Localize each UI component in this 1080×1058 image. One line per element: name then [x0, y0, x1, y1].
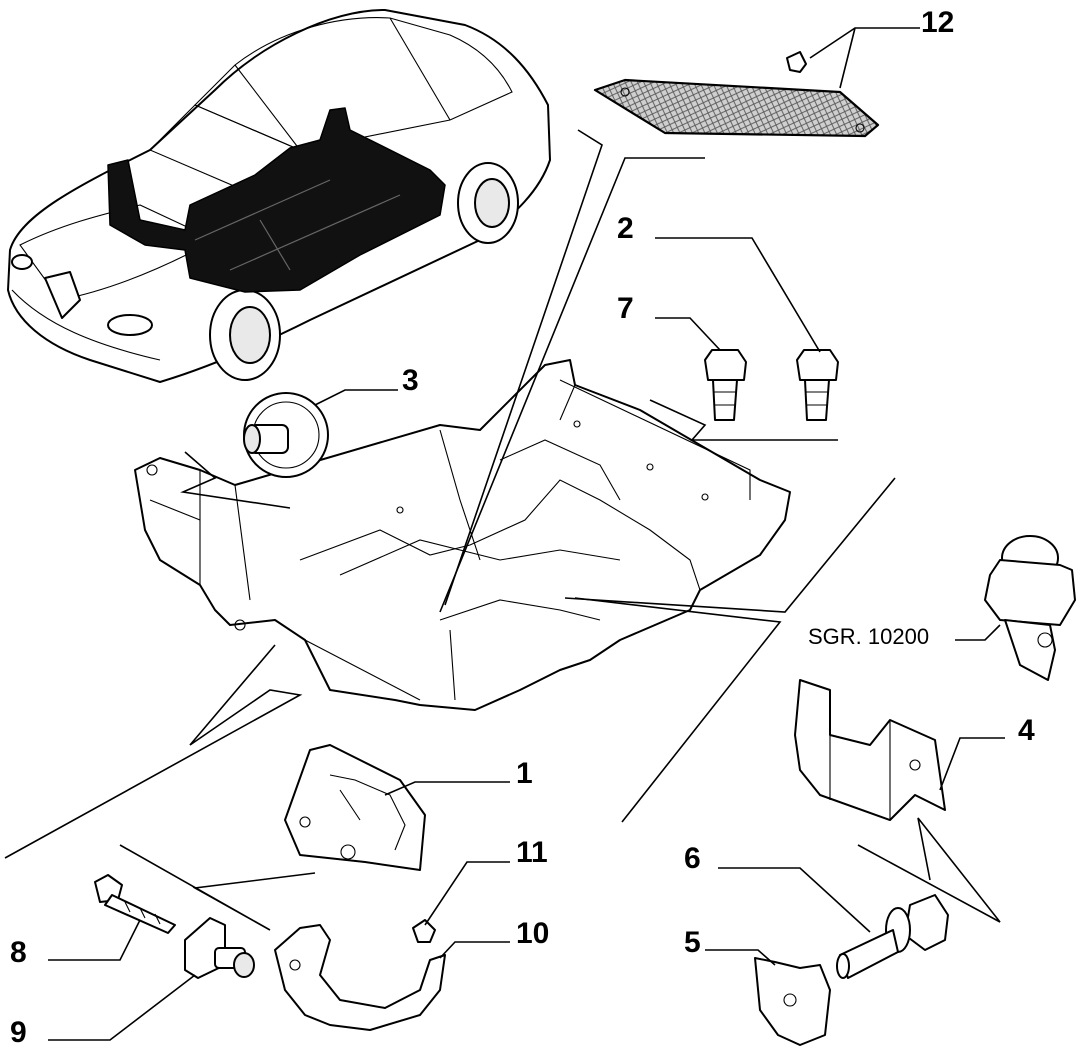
underbody-panel [134, 359, 791, 711]
part-6-bolt [836, 894, 949, 979]
callout-1: 1 [516, 757, 533, 790]
callout-6: 6 [684, 842, 701, 875]
callout-4: 4 [1018, 714, 1035, 747]
callout-12: 12 [921, 6, 954, 39]
part-2-plug [796, 349, 839, 421]
part-12-mesh-pad [593, 51, 880, 138]
part-1-bracket [284, 744, 426, 871]
part-11-nut [412, 919, 436, 943]
callout-3: 3 [402, 364, 419, 397]
part-4-bracket [794, 679, 946, 821]
part-5-clip [754, 957, 831, 1046]
part-3-grommet [243, 392, 329, 478]
part-10-bracket [274, 924, 446, 1031]
sgr-component [984, 535, 1076, 681]
callout-11: 11 [516, 836, 548, 869]
callout-5: 5 [684, 926, 701, 959]
reference-label: SGR. 10200 [808, 624, 929, 649]
leader-lines [4, 27, 1005, 1041]
callout-9: 9 [10, 1016, 27, 1049]
part-9-clip [184, 917, 255, 979]
part-8-bolt [94, 874, 176, 934]
callout-10: 10 [516, 917, 549, 950]
car-illustration [7, 9, 551, 383]
callout-2: 2 [617, 212, 634, 245]
callout-8: 8 [10, 936, 27, 969]
callout-labels: 12 2 7 3 4 1 11 10 8 9 6 5 SGR. 10200 [10, 6, 1035, 1049]
part-7-plug [704, 349, 747, 421]
callout-7: 7 [617, 292, 634, 325]
